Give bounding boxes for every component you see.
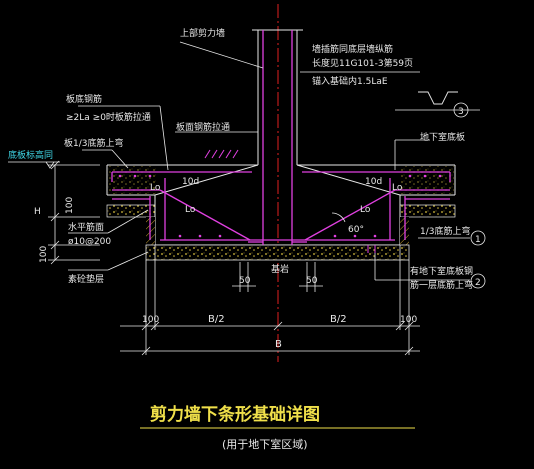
stirrup-ticks xyxy=(204,149,376,253)
callout-1 xyxy=(470,230,486,246)
label-anchor-note-3: 锚入基础内1.5LaE xyxy=(312,75,388,87)
label-la-1: Lo xyxy=(150,183,161,193)
label-slab-rebar-note: ≥2La ≥0时板筋拉通 xyxy=(66,111,151,123)
callout-2 xyxy=(470,273,486,289)
dim-100-a: 100 xyxy=(65,197,75,214)
label-bottom: 基岩 xyxy=(271,263,289,275)
label-slab-rebar-top: 板1/3底筋上弯 xyxy=(64,137,124,149)
horizontal-dimension xyxy=(120,245,420,356)
label-basement-rebar-2: 筋一层底筋上弯 xyxy=(410,279,473,291)
callout-3-label: 3 xyxy=(458,107,464,117)
leader-lines xyxy=(68,41,480,281)
dim-50-a: 50 xyxy=(239,276,251,286)
label-anchor-note-1: 墙插筋同底层墙纵筋 xyxy=(312,43,393,55)
slab-fill xyxy=(108,166,454,194)
dim-half-2: B/2 xyxy=(330,314,347,325)
rebar-bend-detail xyxy=(418,91,458,105)
dim-H: H xyxy=(34,207,41,217)
label-waterproof: 水平筋面 xyxy=(68,221,104,233)
label-la-3: Lo xyxy=(360,205,371,215)
label-anchor-note-2: 长度见11G101-3第59页 xyxy=(312,57,413,69)
label-10d-right: 10d xyxy=(365,177,382,187)
basement-slab xyxy=(106,164,456,196)
label-la-4: Lo xyxy=(392,183,403,193)
drawing-subtitle: (用于地下室区域) xyxy=(222,437,308,451)
callout-2-label: 2 xyxy=(475,278,481,288)
dim-half-1: B/2 xyxy=(208,314,225,325)
dim-50-b: 50 xyxy=(306,276,318,286)
label-slab-rebar-title: 板底钢筋 xyxy=(66,93,102,105)
rebar-lines xyxy=(111,30,451,245)
label-basement-floor: 地下室底板 xyxy=(420,131,465,143)
label-slab-rebar-through: 板面钢筋拉通 xyxy=(176,121,230,133)
vertical-dimension xyxy=(48,160,100,265)
dim-B: B xyxy=(275,339,282,350)
dim-100-c: 100 xyxy=(142,315,159,325)
rebar-dots xyxy=(118,174,442,238)
label-angle: 60° xyxy=(348,225,364,235)
drawing-title: 剪力墙下条形基础详图 xyxy=(150,404,320,425)
label-elevation: 底板标高同 xyxy=(8,149,53,161)
shear-wall xyxy=(252,29,303,165)
label-la-2: Lo xyxy=(185,205,196,215)
dim-100-d: 100 xyxy=(400,315,417,325)
label-third-right: 1/3底筋上弯 xyxy=(420,225,471,237)
callout-1-label: 1 xyxy=(475,235,481,245)
slab-cushion xyxy=(106,204,456,218)
label-wall-rebar: 上部剪力墙 xyxy=(180,27,225,39)
dim-100-b: 100 xyxy=(39,246,49,263)
bottom-cushion xyxy=(145,244,410,261)
callout-3 xyxy=(453,102,469,118)
label-10d-left: 10d xyxy=(182,177,199,187)
label-waterproof-2: ø10@200 xyxy=(68,237,111,247)
elevation-marker xyxy=(8,161,60,169)
angle-arc xyxy=(331,212,346,223)
label-cushion: 素砼垫层 xyxy=(68,273,104,285)
label-basement-rebar: 有地下室底板钢 xyxy=(410,265,473,277)
